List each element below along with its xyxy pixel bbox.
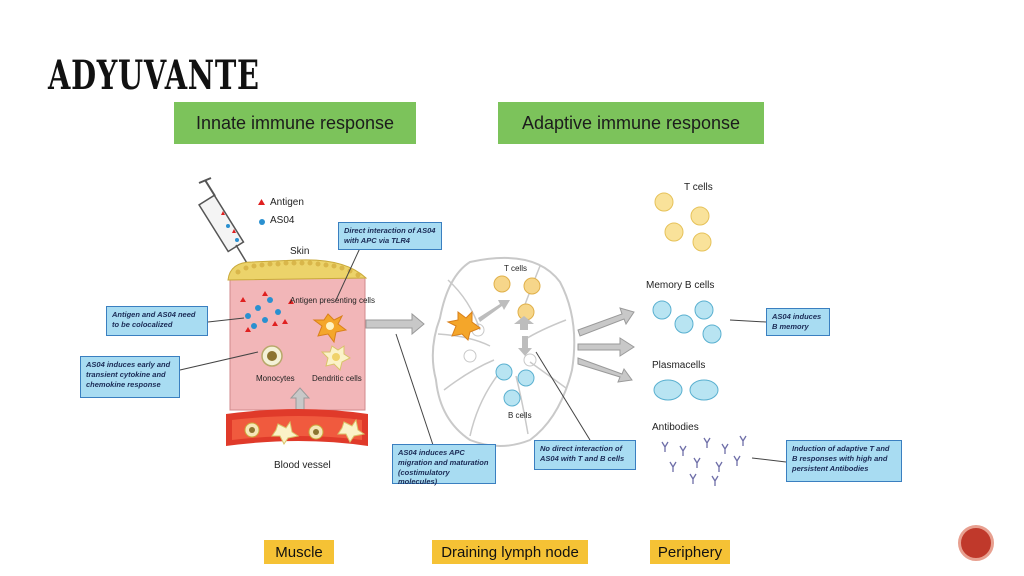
t-cells-periphery bbox=[654, 192, 712, 252]
legend-as04: AS04 bbox=[270, 215, 295, 226]
adaptive-header: Adaptive immune response bbox=[498, 102, 764, 144]
legend-antigen: Antigen bbox=[270, 197, 304, 208]
antibodies bbox=[661, 435, 747, 486]
note-direct-interaction: Direct interaction of AS04 with APC via … bbox=[338, 222, 442, 250]
innate-header: Innate immune response bbox=[174, 102, 416, 144]
blood-vessel bbox=[226, 409, 368, 446]
note-b-memory: AS04 induces B memory bbox=[766, 308, 830, 336]
as04-legend-icon bbox=[259, 219, 265, 225]
label-blood-vessel: Blood vessel bbox=[274, 460, 331, 471]
page-title: ADYUVANTE bbox=[48, 52, 260, 99]
slide-number-badge bbox=[958, 525, 994, 561]
label-memory-b: Memory B cells bbox=[646, 280, 715, 291]
label-monocytes: Monocytes bbox=[256, 374, 295, 383]
note-no-direct: No direct interaction of AS04 with T and… bbox=[534, 440, 636, 470]
label-t-cells: T cells bbox=[684, 182, 713, 193]
lymph-node bbox=[431, 256, 576, 447]
label-muscle: Muscle bbox=[264, 540, 334, 564]
muscle-tissue bbox=[227, 259, 368, 417]
label-node-t-cells: T cells bbox=[504, 264, 527, 273]
note-cytokine: AS04 induces early and transient cytokin… bbox=[80, 356, 180, 398]
note-adaptive-induction: Induction of adaptive T and B responses … bbox=[786, 440, 902, 482]
label-plasmacells: Plasmacells bbox=[652, 360, 706, 371]
antigen-legend-icon bbox=[258, 199, 265, 205]
label-periphery: Periphery bbox=[650, 540, 730, 564]
label-dendritic: Dendritic cells bbox=[312, 374, 362, 383]
label-node-b-cells: B cells bbox=[508, 411, 532, 420]
plasma-cells bbox=[653, 379, 719, 401]
memory-b-cells bbox=[652, 300, 722, 344]
note-apc-migration: AS04 induces APC migration and maturatio… bbox=[392, 444, 496, 486]
label-lymph-node: Draining lymph node bbox=[432, 540, 588, 564]
label-antibodies: Antibodies bbox=[652, 422, 699, 433]
note-colocalized: Antigen and AS04 need to be colocalized bbox=[106, 306, 208, 336]
label-skin: Skin bbox=[290, 246, 310, 257]
lymph-node-cells bbox=[446, 275, 541, 407]
label-apc: Antigen presenting cells bbox=[290, 296, 375, 305]
